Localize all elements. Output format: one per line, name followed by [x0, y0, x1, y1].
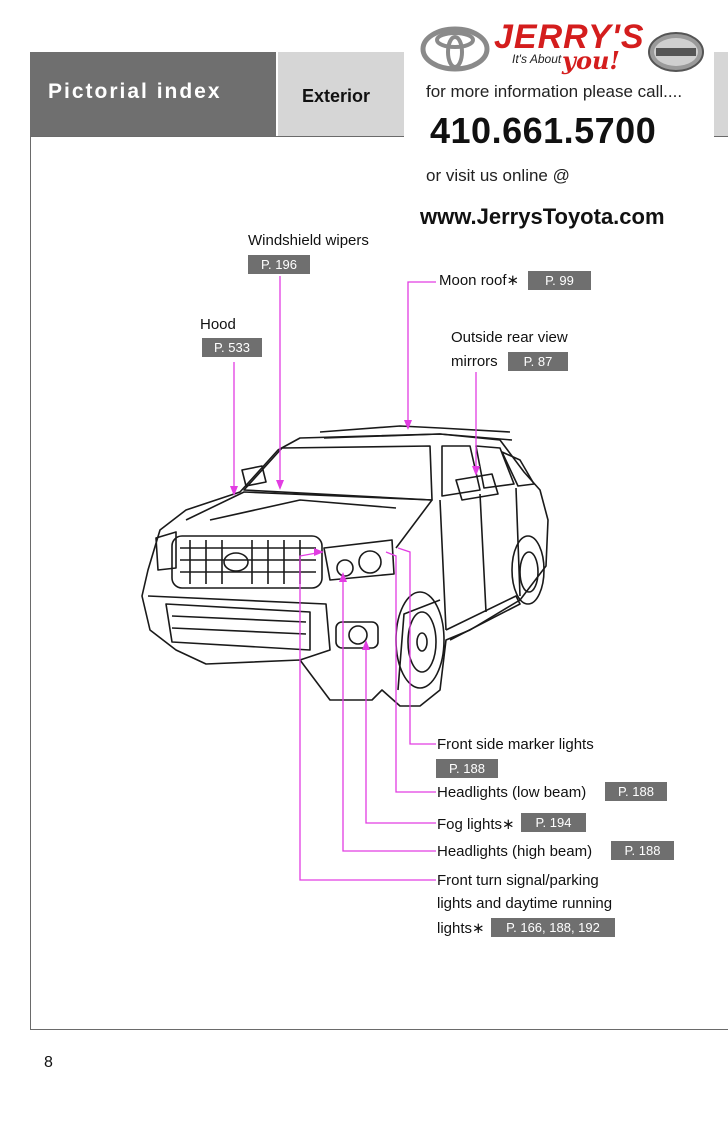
callout-turn-signal-label: lights	[437, 920, 473, 937]
page-ref-turn-signal[interactable]: P. 166, 188, 192	[491, 918, 615, 937]
section-tab: Pictorial index	[30, 52, 276, 136]
callout-turn-signal-line1: Front turn signal/parking	[437, 872, 599, 889]
callout-mirrors-line1: Outside rear view	[451, 329, 568, 346]
page-ref-mirrors[interactable]: P. 87	[508, 352, 568, 371]
ad-website-link[interactable]: www.JerrysToyota.com	[420, 204, 665, 229]
dealer-logo-text: JERRY'S	[494, 18, 645, 56]
callout-fog-lights: Fog lights∗	[437, 815, 515, 833]
section-title: Pictorial index	[48, 80, 222, 103]
leader-lines	[233, 276, 477, 881]
callout-front-side-marker: Front side marker lights	[437, 736, 594, 753]
scion-logo	[648, 32, 704, 72]
callout-moon-roof: Moon roof∗	[439, 271, 519, 289]
page-ref-headlights-high[interactable]: P. 188	[611, 841, 674, 860]
toyota-logo	[420, 26, 490, 72]
callout-headlights-high: Headlights (high beam)	[437, 843, 593, 860]
page-number: 8	[44, 1054, 53, 1071]
callout-turn-signal-line2: lights and daytime running	[437, 895, 613, 912]
page-ref-moon-roof[interactable]: P. 99	[528, 271, 591, 290]
callout-turn-signal-line3: lights∗	[437, 919, 485, 937]
subsection-title: Exterior	[302, 86, 371, 106]
suv-illustration	[141, 425, 549, 707]
callout-mirrors-line2: mirrors	[451, 353, 498, 370]
callout-fog-lights-label: Fog lights	[437, 816, 503, 833]
header-divider	[30, 136, 728, 137]
dealer-tagline-emphasis: you!	[562, 46, 620, 75]
callout-hood: Hood	[200, 316, 236, 333]
optional-mark: ∗	[502, 816, 515, 833]
page-ref-fog-lights[interactable]: P. 194	[521, 813, 586, 832]
page-ref-windshield-wipers[interactable]: P. 196	[248, 255, 310, 274]
page-ref-front-side-marker[interactable]: P. 188	[436, 759, 498, 778]
optional-mark: ∗	[472, 920, 485, 937]
dealer-ad: JERRY'S It's About you! for more informa…	[404, 14, 714, 250]
ad-visit-text: or visit us online @	[426, 166, 570, 185]
callout-moon-roof-label: Moon roof	[439, 272, 507, 289]
ad-phone-number[interactable]: 410.661.5700	[430, 110, 657, 151]
optional-mark: ∗	[506, 272, 520, 289]
callout-windshield-wipers: Windshield wipers	[248, 232, 369, 249]
page-ref-headlights-low[interactable]: P. 188	[605, 782, 667, 801]
callout-headlights-low: Headlights (low beam)	[437, 784, 587, 801]
ad-call-text: for more information please call....	[426, 82, 683, 101]
page-ref-hood[interactable]: P. 533	[202, 338, 262, 357]
dealer-tagline: It's About	[512, 52, 562, 66]
leader-arrowheads	[230, 420, 480, 650]
